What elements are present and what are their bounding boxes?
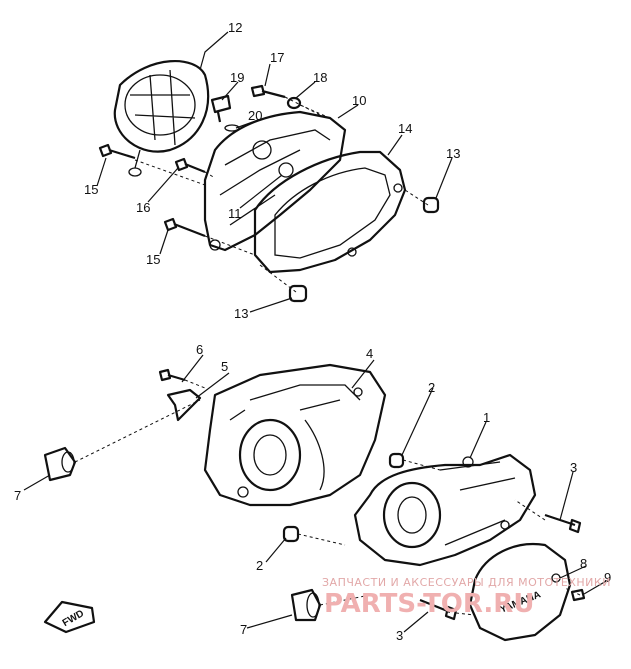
part-5-clip [166,388,202,422]
callout-1: 1 [483,410,490,425]
fwd-arrow: FWD [43,600,96,634]
callout-2-upper: 2 [428,380,435,395]
part-2-dowel-upper [388,452,405,469]
callout-12: 12 [228,20,242,35]
callout-10: 10 [352,93,366,108]
callout-6: 6 [196,342,203,357]
part-20-o-ring [224,124,240,132]
part-15-bolt-lower [163,217,206,238]
callout-5: 5 [221,359,228,374]
part-12-dome-cover [113,59,210,177]
part-15-bolt-upper [98,143,136,160]
watermark-site: PARTS-TOR.RU [324,589,534,619]
leader-lines [23,31,609,633]
part-2-dowel-lower [282,525,300,543]
part-6-screw [158,368,186,382]
part-14-gasket [253,150,407,274]
part-3-screw-upper [544,513,582,534]
part-18-washer [286,96,302,110]
callout-7-lower: 7 [240,622,247,637]
callout-4: 4 [366,346,373,361]
callout-2-lower: 2 [256,558,263,573]
callout-19: 19 [230,70,244,85]
part-4-crankcase [203,363,387,507]
part-1-crankcase-cover [353,453,537,567]
part-11-clutch-cover [203,110,347,252]
part-9-screw [570,588,586,602]
callout-15-lower: 15 [146,252,160,267]
callout-16: 16 [136,200,150,215]
watermark: ЗАПЧАСТИ И АКСЕССУАРЫ ДЛЯ МОТОТЕХНИКИ PA… [322,576,611,619]
callout-labels: 12 17 19 18 20 10 14 13 15 16 11 15 13 6… [14,20,611,643]
callout-17: 17 [270,50,284,65]
callout-18: 18 [313,70,327,85]
callout-3-lower: 3 [396,628,403,643]
part-7-bushing-lower [290,588,322,622]
part-16-bolt [174,157,206,174]
watermark-caption: ЗАПЧАСТИ И АКСЕССУАРЫ ДЛЯ МОТОТЕХНИКИ [322,576,611,589]
part-17-bolt [250,84,286,99]
callout-20: 20 [248,108,262,123]
part-13-dowel-lower [288,284,308,303]
callout-9: 9 [604,570,611,585]
callout-7-left: 7 [14,488,21,503]
callout-14: 14 [398,121,412,136]
callout-8: 8 [580,556,587,571]
part-3-screw-lower [419,598,458,621]
part-19-plug [210,94,232,123]
part-13-dowel-upper [422,196,440,214]
callout-13-lower: 13 [234,306,248,321]
callout-3-upper: 3 [570,460,577,475]
callout-11: 11 [228,206,242,221]
callout-13-upper: 13 [446,146,460,161]
callout-15-upper: 15 [84,182,98,197]
